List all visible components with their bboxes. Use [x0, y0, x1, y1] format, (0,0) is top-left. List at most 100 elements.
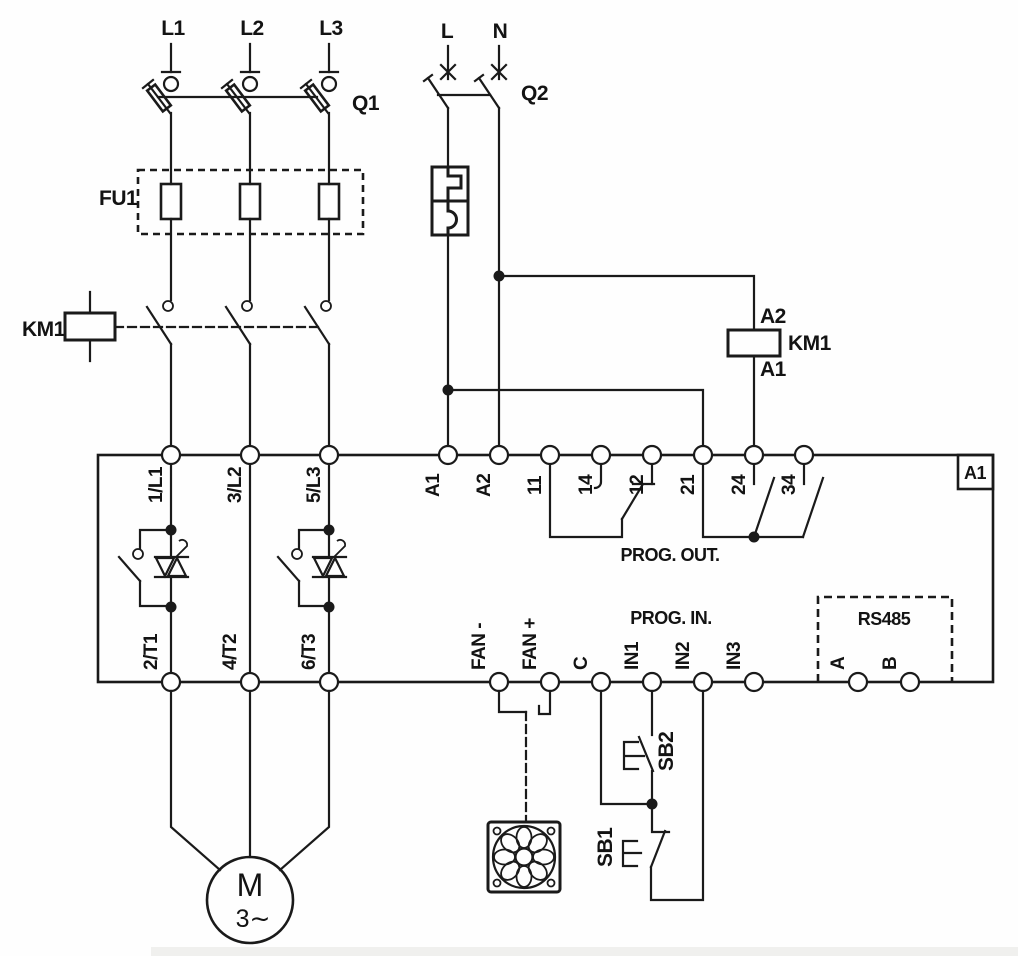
terminal-label-3L2: 3/L2	[225, 467, 246, 503]
q1-blade-ticks	[141, 78, 313, 90]
terminal-2T1	[160, 671, 182, 693]
junction-dot	[442, 384, 454, 396]
label-km1-left: KM1	[22, 318, 66, 341]
km1-right-coil-box	[726, 328, 782, 358]
relay1-common-wire	[548, 462, 624, 539]
terminal-A	[847, 671, 869, 693]
t1-motor-wire	[169, 689, 222, 872]
terminal-6T3	[318, 671, 340, 693]
t3-motor-wire	[278, 689, 331, 872]
bypass-contact-1	[117, 528, 173, 608]
fu1-fuse-1	[159, 182, 183, 221]
relay2-blade-34	[801, 476, 825, 539]
terminal-21	[692, 444, 714, 466]
terminal-label-24: 24	[729, 474, 750, 495]
sb1-fixed-contact	[650, 802, 671, 834]
control-protection-device	[430, 106, 705, 448]
fan-screw-br	[546, 878, 556, 888]
terminal-label-A2: A2	[474, 474, 495, 497]
q1-to-fu1-wires	[169, 111, 331, 186]
q1-fuse-body-2	[224, 82, 252, 114]
sb2-actuator	[622, 740, 646, 771]
terminal-A2	[488, 444, 510, 466]
terminal-label-4T2: 4/T2	[220, 634, 241, 670]
q1-fuse-body-3	[303, 82, 331, 114]
km1-contact-hook-2	[241, 300, 253, 312]
sb1-stop-button: SB1	[594, 689, 705, 902]
single-phase-control-input: L N	[439, 20, 508, 81]
bottom-terminal-row: 2/T1 4/T2 6/T3 FAN - FAN + C IN1 IN2 IN3…	[141, 618, 921, 693]
q1-fuse-body-1	[145, 82, 173, 114]
relay2-blade-24	[752, 476, 776, 539]
prog-out-contacts: PROG. OUT.	[548, 462, 825, 565]
terminal-14	[590, 444, 612, 466]
km1-main-contacts	[145, 300, 332, 448]
triac3-triangle-down	[312, 556, 334, 579]
terminal-11	[539, 444, 561, 466]
magnetic-release-symbol	[446, 199, 458, 237]
bypass3-bottom-wire	[297, 579, 331, 608]
fu1-fuse-group: FU1	[99, 168, 365, 302]
bypass-contact-3	[276, 528, 331, 608]
triac3-gate	[333, 539, 346, 558]
bypass1-top-wire	[138, 528, 173, 550]
bypass1-bottom-wire	[138, 579, 173, 608]
terminal-3L2	[239, 444, 261, 466]
terminal-label-2T1: 2/T1	[141, 633, 162, 670]
label-n: N	[493, 20, 508, 43]
terminal-1L1	[160, 444, 182, 466]
km1-contact-hook-1	[162, 300, 174, 312]
fu1-fuse-3	[317, 182, 341, 221]
sb1-actuator	[621, 839, 643, 868]
terminal-label-12: 12	[627, 475, 648, 495]
terminal-IN2	[692, 671, 714, 693]
terminal-label-34: 34	[779, 474, 800, 495]
junction-dot	[748, 531, 760, 543]
label-l1: L1	[161, 17, 185, 40]
terminal-label-IN3: IN3	[724, 642, 745, 670]
terminal-label-21: 21	[678, 474, 699, 495]
terminal-label-fan-minus: FAN -	[469, 623, 490, 670]
top-terminal-row: 1/L1 3/L2 5/L3 A1 A2 11 14 12 21 24 34	[146, 444, 815, 503]
triac1-triangle-down	[154, 556, 176, 579]
label-km1-right: KM1	[788, 332, 832, 355]
bypass3-top-wire	[297, 528, 331, 550]
fan-hub	[514, 847, 534, 867]
q2-blade-ticks	[422, 73, 485, 83]
terminal-4T2	[239, 671, 261, 693]
motor-phase-mark: 3∼	[236, 905, 271, 933]
label-device-corner: A1	[964, 463, 986, 483]
label-q2: Q2	[521, 82, 548, 105]
terminal-C	[590, 671, 612, 693]
km1-contact-blades	[145, 305, 331, 346]
rs485-dashed-box	[816, 595, 954, 682]
terminal-label-11: 11	[525, 475, 546, 495]
fan-screw-tr	[546, 826, 556, 836]
km1-coil-box	[63, 311, 117, 342]
q1-switch-disconnector: Q1	[141, 78, 380, 186]
fu1-to-km1-wires	[169, 217, 331, 302]
terminal-label-A1: A1	[423, 473, 444, 497]
terminal-label-IN1: IN1	[622, 641, 643, 670]
terminal-label-fan-plus: FAN +	[520, 618, 541, 670]
fan-unit	[486, 689, 562, 894]
fan-ring	[491, 824, 557, 890]
km1-coil-symbol-left: KM1	[22, 290, 320, 363]
terminal-fan-minus	[488, 671, 510, 693]
terminal-label-C: C	[571, 656, 592, 670]
q1-fixed-contact-3	[320, 75, 338, 93]
terminal-fan-plus	[539, 671, 561, 693]
terminal-A1	[437, 444, 459, 466]
terminal-label-IN2: IN2	[673, 642, 694, 670]
label-rs485: RS485	[858, 609, 911, 629]
terminal-IN3	[743, 671, 765, 693]
relay1-blade	[620, 482, 645, 521]
thyristor-phase3	[311, 462, 348, 675]
terminal-label-B: B	[880, 657, 901, 670]
bypass3-blade	[276, 555, 301, 583]
label-prog-in: PROG. IN.	[630, 608, 712, 628]
triac1-triangle-up	[166, 555, 188, 578]
sb1-to-in2-wire	[649, 689, 705, 902]
label-fu1: FU1	[99, 187, 138, 210]
